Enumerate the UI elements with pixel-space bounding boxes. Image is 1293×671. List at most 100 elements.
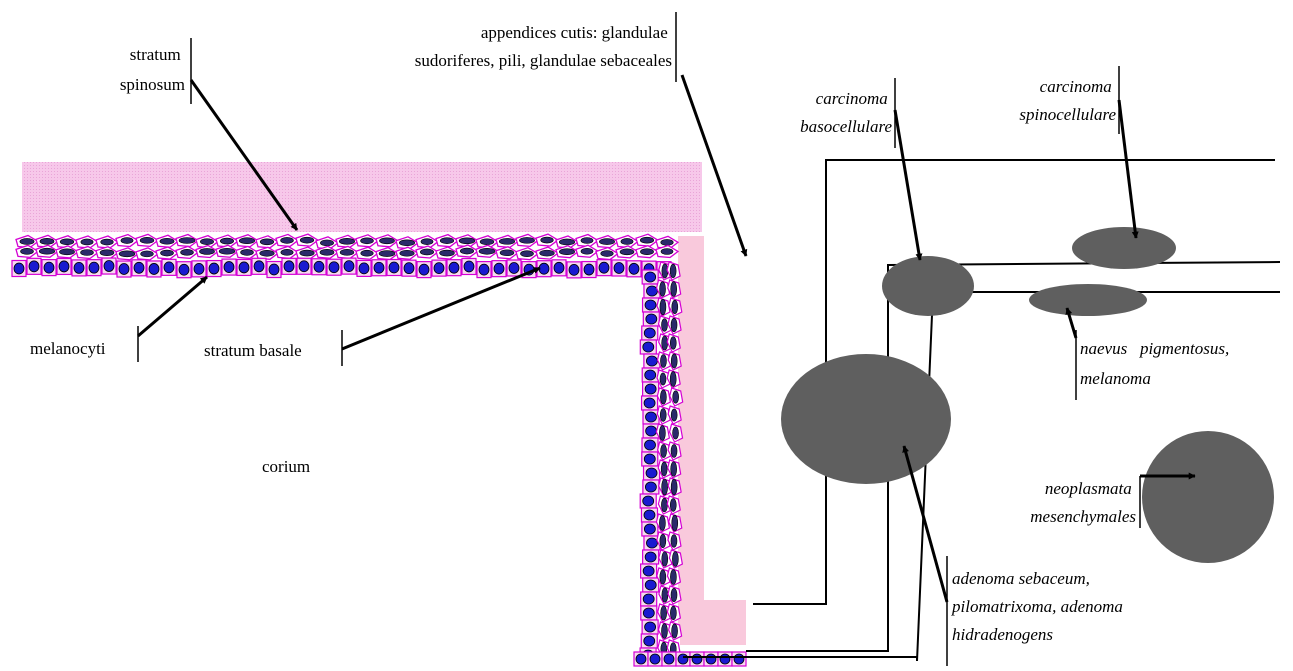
spinous-nucleus — [40, 238, 54, 244]
spinous-nucleus — [239, 238, 255, 244]
spinous-nucleus — [81, 239, 93, 245]
basal-nucleus — [299, 261, 309, 272]
spinous-nucleus — [671, 462, 677, 477]
spinous-nucleus — [640, 237, 653, 243]
basal-nucleus — [569, 264, 579, 275]
basal-nucleus — [29, 261, 39, 272]
spinous-nucleus — [121, 238, 133, 244]
basal-nucleus — [720, 654, 730, 664]
basal-nucleus — [643, 594, 654, 604]
spinous-nucleus — [670, 264, 676, 278]
spinous-nucleus — [480, 239, 494, 245]
spinous-nucleus — [20, 238, 34, 244]
basal-nucleus — [449, 262, 459, 273]
basal-nucleus — [645, 622, 656, 632]
basal-nucleus — [389, 262, 399, 273]
basal-nucleus — [678, 654, 688, 664]
basal-nucleus — [692, 654, 702, 664]
spinous-nucleus — [101, 239, 114, 245]
spinous-nucleus — [160, 250, 173, 256]
tumor-basocellulare — [882, 256, 974, 316]
basal-nucleus — [643, 608, 654, 618]
basal-nucleus — [74, 262, 84, 273]
basal-nucleus — [554, 262, 564, 273]
spinous-nucleus — [662, 552, 668, 566]
basal-nucleus — [584, 264, 594, 275]
basal-nucleus — [645, 552, 656, 562]
spinous-nucleus — [499, 238, 514, 244]
basal-nucleus — [314, 261, 324, 272]
spinous-nucleus — [640, 249, 653, 255]
basal-nucleus — [706, 654, 716, 664]
basal-nucleus — [239, 262, 249, 273]
spinous-nucleus — [440, 238, 454, 244]
spinous-nucleus — [100, 250, 114, 256]
spinous-nucleus — [559, 249, 574, 255]
label-carcinoma-spinocellulare: carcinoma spinocellulare — [1019, 77, 1116, 124]
basal-nucleus — [643, 566, 654, 576]
basal-nucleus — [494, 263, 504, 274]
basal-nucleus — [614, 262, 624, 273]
spinous-nucleus — [660, 282, 666, 297]
spinous-nucleus — [660, 534, 666, 547]
spinous-nucleus — [300, 237, 314, 243]
basal-nucleus — [645, 440, 656, 450]
spinous-nucleus — [671, 588, 677, 601]
basal-nucleus — [629, 263, 639, 274]
basal-nucleus — [644, 510, 655, 520]
spinous-nucleus — [671, 318, 677, 332]
spinous-nucleus — [662, 479, 668, 495]
spinous-nucleus — [59, 249, 74, 255]
tumor-spinocellulare — [1072, 227, 1176, 269]
spinous-nucleus — [559, 239, 574, 245]
spinous-nucleus — [460, 248, 473, 254]
stratum-corneum-band — [22, 162, 702, 232]
spinous-nucleus — [661, 498, 667, 512]
spinous-nucleus — [141, 251, 154, 257]
basal-nucleus — [644, 328, 655, 338]
label-bars — [138, 12, 1140, 666]
spinous-nucleus — [599, 239, 614, 245]
basal-nucleus — [194, 263, 204, 274]
spinous-nucleus — [601, 251, 614, 257]
spinous-nucleus — [660, 354, 666, 367]
spinous-nucleus — [661, 444, 667, 457]
spinous-nucleus — [660, 373, 666, 385]
spinous-nucleus — [320, 240, 333, 246]
spinous-nucleus — [661, 319, 667, 332]
spinous-nucleus — [673, 427, 679, 439]
label-appendices: appendices cutis: glandulae sudoriferes,… — [415, 23, 672, 70]
tumor-naevus-melanoma — [1029, 284, 1147, 316]
spinous-nucleus — [500, 250, 514, 256]
basal-nucleus — [645, 370, 656, 380]
label-neoplasmata: neoplasmata mesenchymales — [1030, 479, 1136, 526]
basal-nucleus — [164, 262, 174, 273]
basal-nucleus — [646, 412, 657, 422]
spinous-nucleus — [459, 238, 475, 244]
spinous-nucleus — [179, 238, 195, 244]
basal-nucleus — [209, 263, 219, 274]
arrow-carcinoma-spinocellulare — [1119, 100, 1136, 238]
label-adenoma: adenoma sebaceum, pilomatrixoma, adenoma… — [951, 569, 1127, 644]
basal-nucleus — [284, 261, 294, 272]
basal-nucleus — [344, 261, 354, 272]
arrow-melanocyti — [138, 277, 207, 336]
basal-nucleus — [509, 262, 519, 273]
basal-nucleus — [646, 538, 657, 548]
basal-nucleus — [134, 262, 144, 273]
spinous-nucleus — [660, 390, 666, 404]
spinous-nucleus — [660, 570, 666, 584]
spinous-nucleus — [519, 237, 534, 243]
spinous-nucleus — [659, 426, 665, 441]
basal-nucleus — [636, 654, 646, 664]
spinous-nucleus — [219, 248, 235, 254]
basal-nucleus — [650, 654, 660, 664]
spinous-nucleus — [320, 249, 334, 255]
label-stratum-basale: stratum basale — [204, 341, 302, 360]
label-melanocyti: melanocyti — [30, 339, 106, 358]
basal-nucleus — [646, 314, 657, 324]
spinous-nucleus — [540, 250, 555, 256]
spinous-nucleus — [661, 248, 673, 254]
label-naevus-melanoma: naevus pigmentosus, melanoma — [1080, 339, 1233, 388]
spinous-nucleus — [671, 535, 677, 548]
